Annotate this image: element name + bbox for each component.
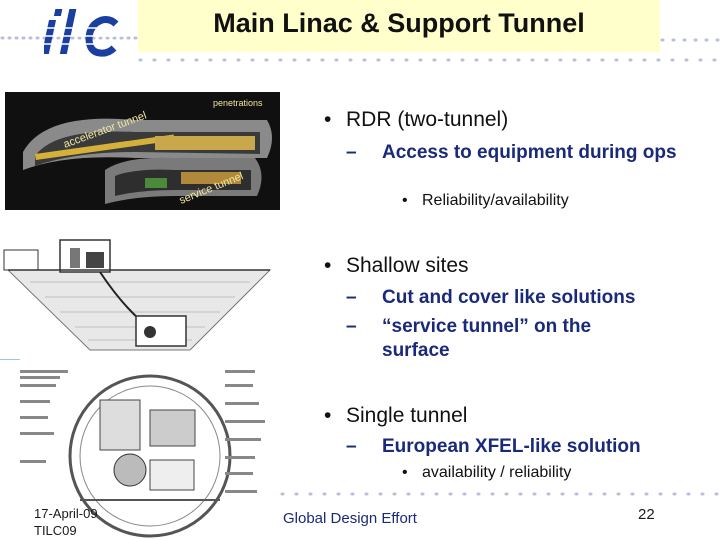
slide-title: Main Linac & Support Tunnel (213, 8, 585, 38)
sub-sub-bullet-availability-text: availability / reliability (422, 464, 572, 481)
single-tunnel-section-image (0, 360, 275, 540)
footer-date-event: 17-April-09 TILC09 (34, 505, 98, 539)
sub-sub-bullet-reliability: •Reliability/availability (402, 192, 569, 209)
sub-bullet-access: – Access to equipment during ops (346, 141, 686, 165)
sub-bullet-service-tunnel-text: “service tunnel” on the surface (382, 316, 592, 361)
footer-date: 17-April-09 (34, 506, 98, 521)
sub-bullet-service-tunnel: – “service tunnel” on the surface (346, 315, 646, 363)
bullet-single-tunnel: •Single tunnel (324, 404, 468, 427)
footer-title: Global Design Effort (283, 510, 417, 527)
sub-bullet-access-text: Access to equipment during ops (382, 142, 677, 163)
sub-bullet-xfel: – European XFEL-like solution (346, 435, 696, 459)
title-background (138, 0, 660, 52)
label-penetrations: penetrations (213, 98, 263, 108)
two-tunnel-cutaway-image: penetrations accelerator tunnel service … (5, 92, 280, 210)
bullet-rdr-text: RDR (two-tunnel) (346, 108, 509, 131)
dotted-line-top-right (660, 38, 720, 42)
dotted-line-top-left (0, 36, 140, 40)
sub-sub-bullet-reliability-text: Reliability/availability (422, 192, 569, 209)
sub-bullet-xfel-text: European XFEL-like solution (382, 436, 641, 457)
ilc-logo (44, 9, 128, 57)
bullet-shallow-sites: •Shallow sites (324, 254, 469, 277)
sub-bullet-cut-cover: – Cut and cover like solutions (346, 286, 696, 310)
page-number: 22 (638, 506, 655, 523)
dotted-line-under-title (138, 58, 720, 62)
footer-event: TILC09 (34, 523, 77, 538)
bullet-rdr: •RDR (two-tunnel) (324, 108, 509, 131)
sub-sub-bullet-availability: •availability / reliability (402, 464, 572, 481)
cut-and-cover-section-image (0, 232, 280, 360)
bullet-single-tunnel-text: Single tunnel (346, 404, 468, 427)
bullet-shallow-sites-text: Shallow sites (346, 254, 469, 277)
sub-bullet-cut-cover-text: Cut and cover like solutions (382, 287, 636, 308)
